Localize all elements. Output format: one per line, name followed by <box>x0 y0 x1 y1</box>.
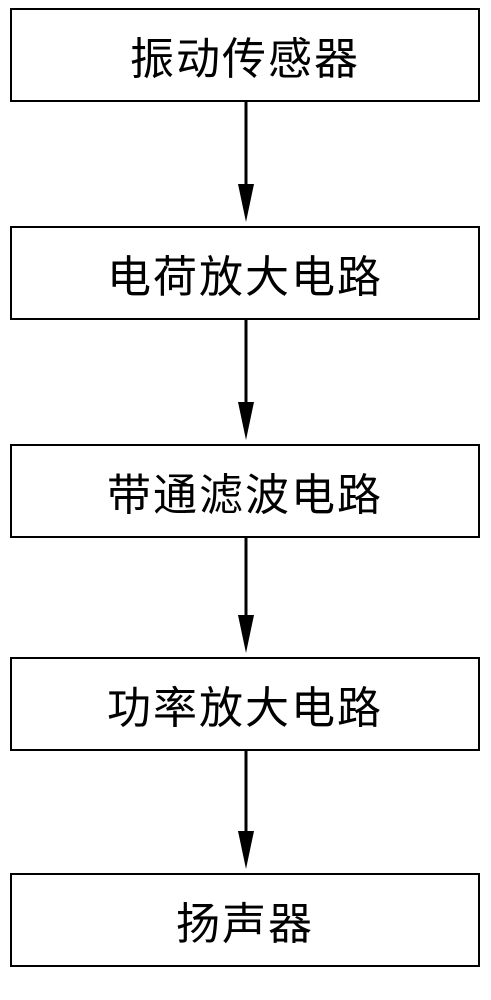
node-charge-amplifier-circuit: 电荷放大电路 <box>10 226 480 320</box>
arrow-2 <box>238 320 254 440</box>
arrow-4 <box>238 751 254 869</box>
node-speaker: 扬声器 <box>10 873 480 967</box>
arrow-3 <box>238 538 254 653</box>
node-power-amplifier-circuit: 功率放大电路 <box>10 657 480 751</box>
node-label: 电荷放大电路 <box>107 252 383 303</box>
node-label: 功率放大电路 <box>107 683 383 734</box>
node-label: 振动传感器 <box>130 34 360 85</box>
arrow-1 <box>238 102 254 222</box>
node-label: 扬声器 <box>176 899 314 950</box>
node-bandpass-filter-circuit: 带通滤波电路 <box>10 444 480 538</box>
node-label: 带通滤波电路 <box>107 470 383 521</box>
node-vibration-sensor: 振动传感器 <box>10 8 480 102</box>
